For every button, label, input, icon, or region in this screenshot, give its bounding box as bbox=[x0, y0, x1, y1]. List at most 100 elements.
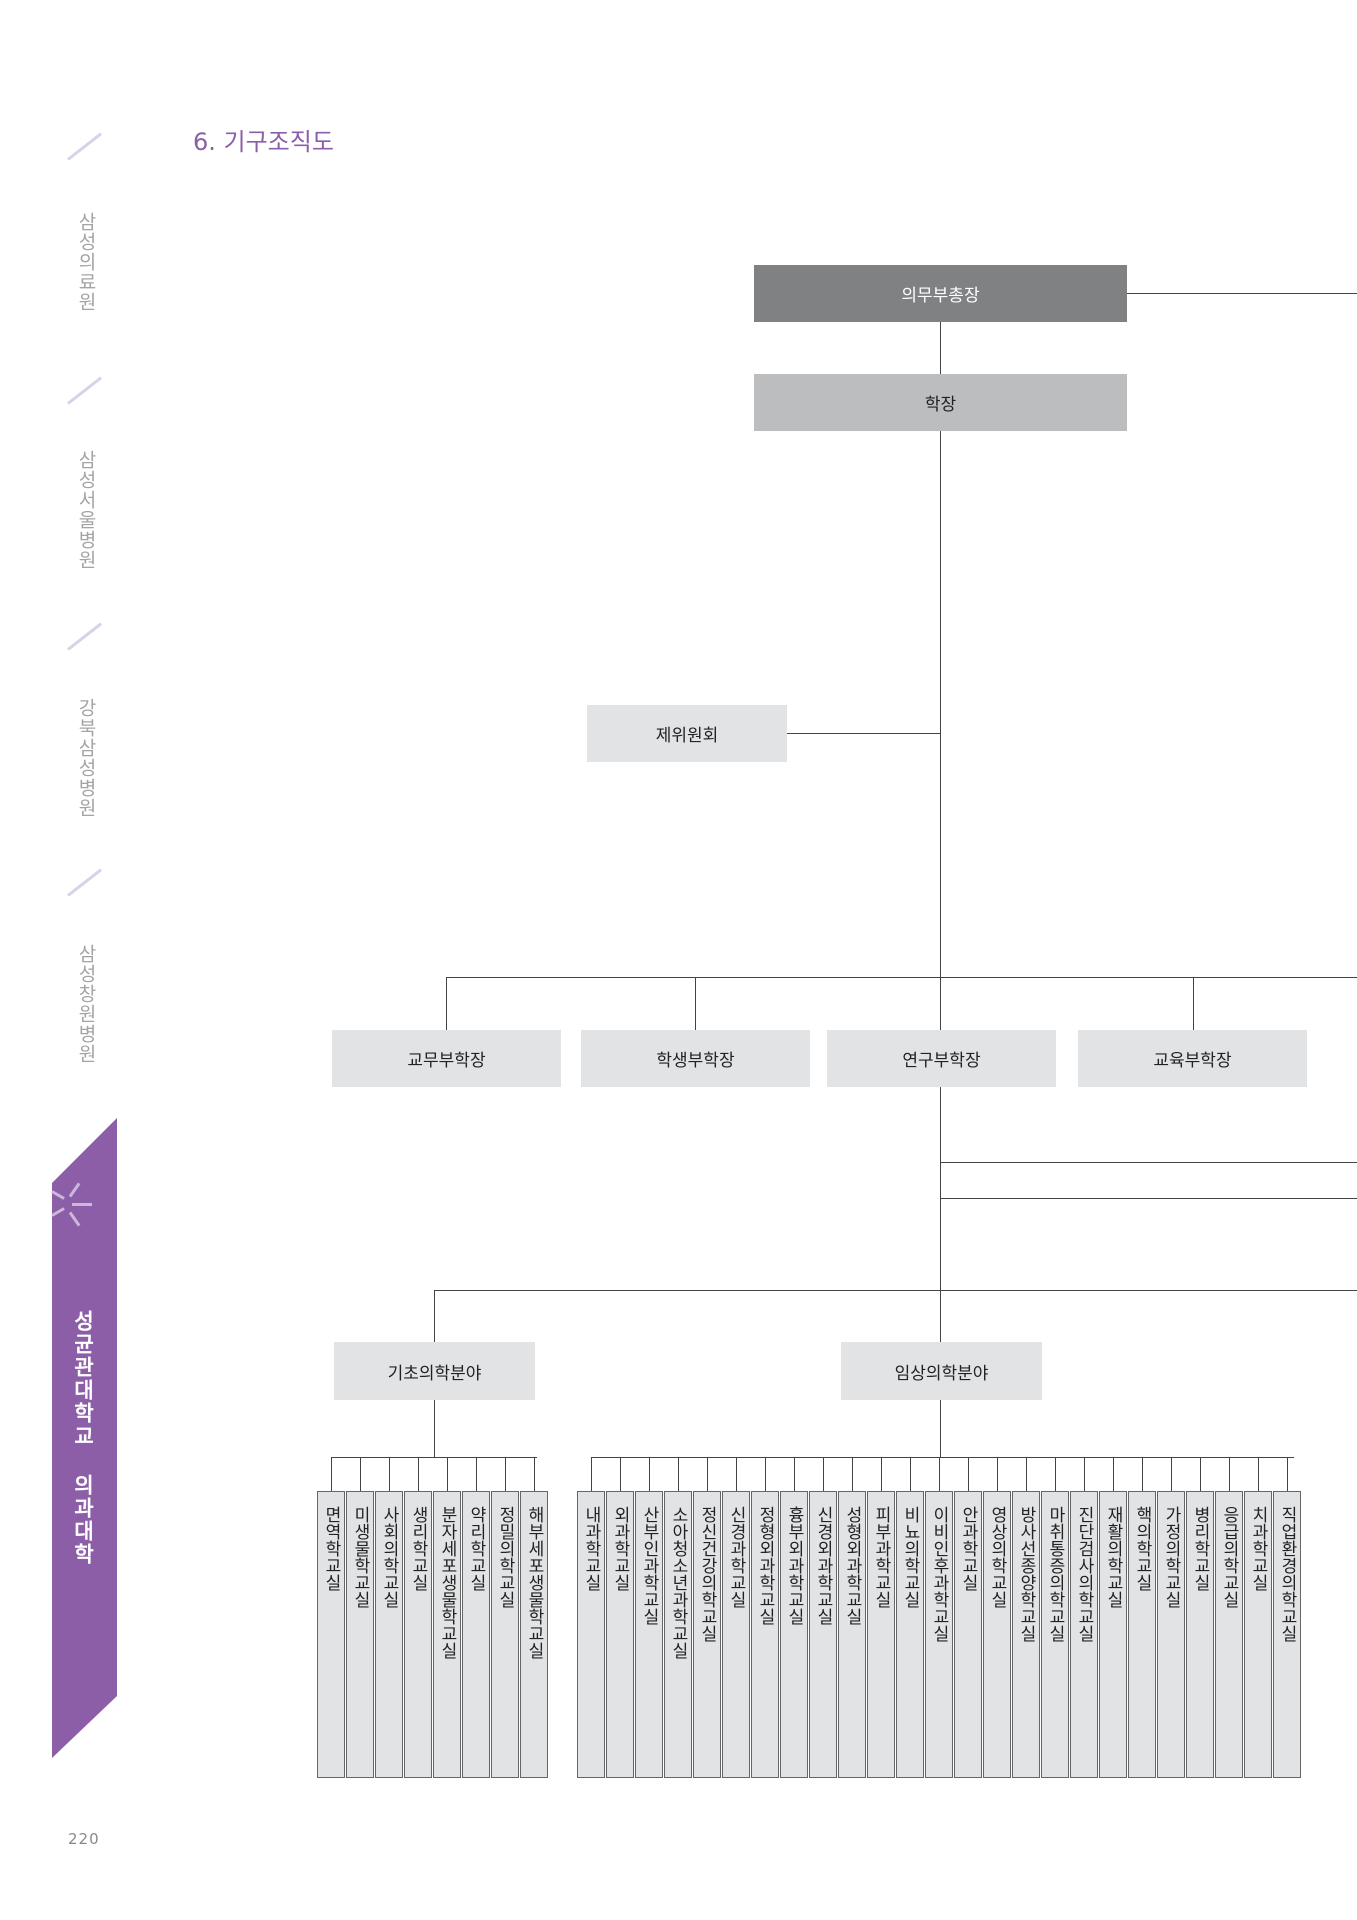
department-drop-line bbox=[1026, 1457, 1027, 1491]
department-drop-line bbox=[418, 1457, 419, 1491]
department-box: 내과학교실 bbox=[577, 1491, 605, 1778]
vice-dean-academic-box: 교무부학장 bbox=[332, 1030, 561, 1087]
department-drop-line bbox=[678, 1457, 679, 1491]
department-label: 응급의학교실 bbox=[1219, 1506, 1239, 1608]
department-box: 진단검사의학교실 bbox=[1070, 1491, 1098, 1778]
department-label: 정밀의학교실 bbox=[495, 1506, 515, 1608]
department-box: 안과학교실 bbox=[954, 1491, 982, 1778]
department-drop-line bbox=[736, 1457, 737, 1491]
department-box: 치과학교실 bbox=[1244, 1491, 1272, 1778]
department-drop-line bbox=[910, 1457, 911, 1491]
department-label: 미생물학교실 bbox=[350, 1506, 370, 1608]
department-label: 성형외과학교실 bbox=[842, 1506, 862, 1625]
department-drop-line bbox=[1258, 1457, 1259, 1491]
connector-line bbox=[591, 1457, 1294, 1458]
department-label: 치과학교실 bbox=[1248, 1506, 1268, 1591]
department-drop-line bbox=[620, 1457, 621, 1491]
department-label: 신경외과학교실 bbox=[813, 1506, 833, 1625]
sidebar-item-kangbuk-samsung-hospital[interactable]: 강북삼성병원 bbox=[75, 698, 97, 818]
sidebar-item-samsung-seoul-hospital[interactable]: 삼성서울병원 bbox=[75, 450, 97, 570]
department-label: 흉부외과학교실 bbox=[784, 1506, 804, 1625]
department-box: 가정의학교실 bbox=[1157, 1491, 1185, 1778]
department-drop-line bbox=[1229, 1457, 1230, 1491]
department-drop-line bbox=[1055, 1457, 1056, 1491]
department-box: 면역학교실 bbox=[317, 1491, 345, 1778]
department-box: 정신건강의학교실 bbox=[693, 1491, 721, 1778]
department-drop-line bbox=[823, 1457, 824, 1491]
department-box: 산부인과학교실 bbox=[635, 1491, 663, 1778]
department-box: 영상의학교실 bbox=[983, 1491, 1011, 1778]
department-box: 이비인후과학교실 bbox=[925, 1491, 953, 1778]
department-drop-line bbox=[476, 1457, 477, 1491]
department-box: 해부세포생물학교실 bbox=[520, 1491, 548, 1778]
department-box: 신경외과학교실 bbox=[809, 1491, 837, 1778]
department-label: 직업환경의학교실 bbox=[1277, 1506, 1297, 1642]
vice-president-box: 의무부총장 bbox=[754, 265, 1127, 322]
basic-medicine-division-box: 기초의학분야 bbox=[334, 1342, 535, 1400]
department-label: 방사선종양학교실 bbox=[1016, 1506, 1036, 1642]
department-box: 외과학교실 bbox=[606, 1491, 634, 1778]
sidebar-item-samsung-changwon-hospital[interactable]: 삼성창원병원 bbox=[75, 944, 97, 1064]
department-box: 병리학교실 bbox=[1186, 1491, 1214, 1778]
department-drop-line bbox=[939, 1457, 940, 1491]
department-drop-line bbox=[591, 1457, 592, 1491]
vice-dean-student-box: 학생부학장 bbox=[581, 1030, 810, 1087]
department-box: 소아청소년과학교실 bbox=[664, 1491, 692, 1778]
department-label: 이비인후과학교실 bbox=[929, 1506, 949, 1642]
department-drop-line bbox=[1084, 1457, 1085, 1491]
sidebar-divider bbox=[67, 622, 103, 651]
department-drop-line bbox=[765, 1457, 766, 1491]
department-label: 핵의학교실 bbox=[1132, 1506, 1152, 1591]
department-drop-line bbox=[707, 1457, 708, 1491]
connector-line bbox=[940, 1198, 1357, 1199]
department-label: 생리학교실 bbox=[408, 1506, 428, 1591]
department-box: 약리학교실 bbox=[462, 1491, 490, 1778]
dean-box: 학장 bbox=[754, 374, 1127, 431]
department-label: 소아청소년과학교실 bbox=[668, 1506, 688, 1659]
connector-line bbox=[940, 322, 941, 374]
connector-line bbox=[940, 431, 941, 1439]
sidebar-item-samsung-medical-center[interactable]: 삼성의료원 bbox=[75, 212, 97, 312]
connector-line bbox=[1193, 977, 1194, 1030]
department-box: 마취통증의학교실 bbox=[1041, 1491, 1069, 1778]
department-drop-line bbox=[1200, 1457, 1201, 1491]
department-box: 직업환경의학교실 bbox=[1273, 1491, 1301, 1778]
department-label: 면역학교실 bbox=[321, 1506, 341, 1591]
department-label: 신경과학교실 bbox=[726, 1506, 746, 1608]
department-label: 안과학교실 bbox=[958, 1506, 978, 1591]
sidebar-divider bbox=[67, 868, 103, 897]
department-label: 재활의학교실 bbox=[1103, 1506, 1123, 1608]
department-drop-line bbox=[1171, 1457, 1172, 1491]
connector-line bbox=[695, 977, 696, 1030]
department-box: 응급의학교실 bbox=[1215, 1491, 1243, 1778]
department-drop-line bbox=[649, 1457, 650, 1491]
vice-dean-education-box: 교육부학장 bbox=[1078, 1030, 1307, 1087]
connector-line bbox=[434, 1290, 435, 1342]
department-label: 병리학교실 bbox=[1190, 1506, 1210, 1591]
department-label: 피부과학교실 bbox=[871, 1506, 891, 1608]
department-drop-line bbox=[968, 1457, 969, 1491]
clinical-medicine-division-box: 임상의학분야 bbox=[841, 1342, 1042, 1400]
department-drop-line bbox=[794, 1457, 795, 1491]
vice-dean-research-box: 연구부학장 bbox=[827, 1030, 1056, 1087]
connector-line bbox=[1127, 293, 1357, 294]
department-label: 해부세포생물학교실 bbox=[524, 1506, 544, 1659]
department-box: 피부과학교실 bbox=[867, 1491, 895, 1778]
connector-line bbox=[787, 733, 940, 734]
department-box: 방사선종양학교실 bbox=[1012, 1491, 1040, 1778]
department-drop-line bbox=[331, 1457, 332, 1491]
connector-line bbox=[434, 1290, 1357, 1291]
department-label: 사회의학교실 bbox=[379, 1506, 399, 1608]
department-label: 진단검사의학교실 bbox=[1074, 1506, 1094, 1642]
department-box: 핵의학교실 bbox=[1128, 1491, 1156, 1778]
department-box: 흉부외과학교실 bbox=[780, 1491, 808, 1778]
sidebar-item-label-active: 성균관대학교 의과대학 bbox=[71, 1310, 95, 1566]
sidebar-item-active-tab[interactable] bbox=[52, 1118, 117, 1758]
department-drop-line bbox=[505, 1457, 506, 1491]
department-box: 성형외과학교실 bbox=[838, 1491, 866, 1778]
page-number: 220 bbox=[68, 1830, 100, 1848]
department-box: 정밀의학교실 bbox=[491, 1491, 519, 1778]
section-title: 6. 기구조직도 bbox=[193, 128, 334, 156]
connector-line bbox=[940, 1162, 1357, 1163]
department-label: 산부인과학교실 bbox=[639, 1506, 659, 1625]
